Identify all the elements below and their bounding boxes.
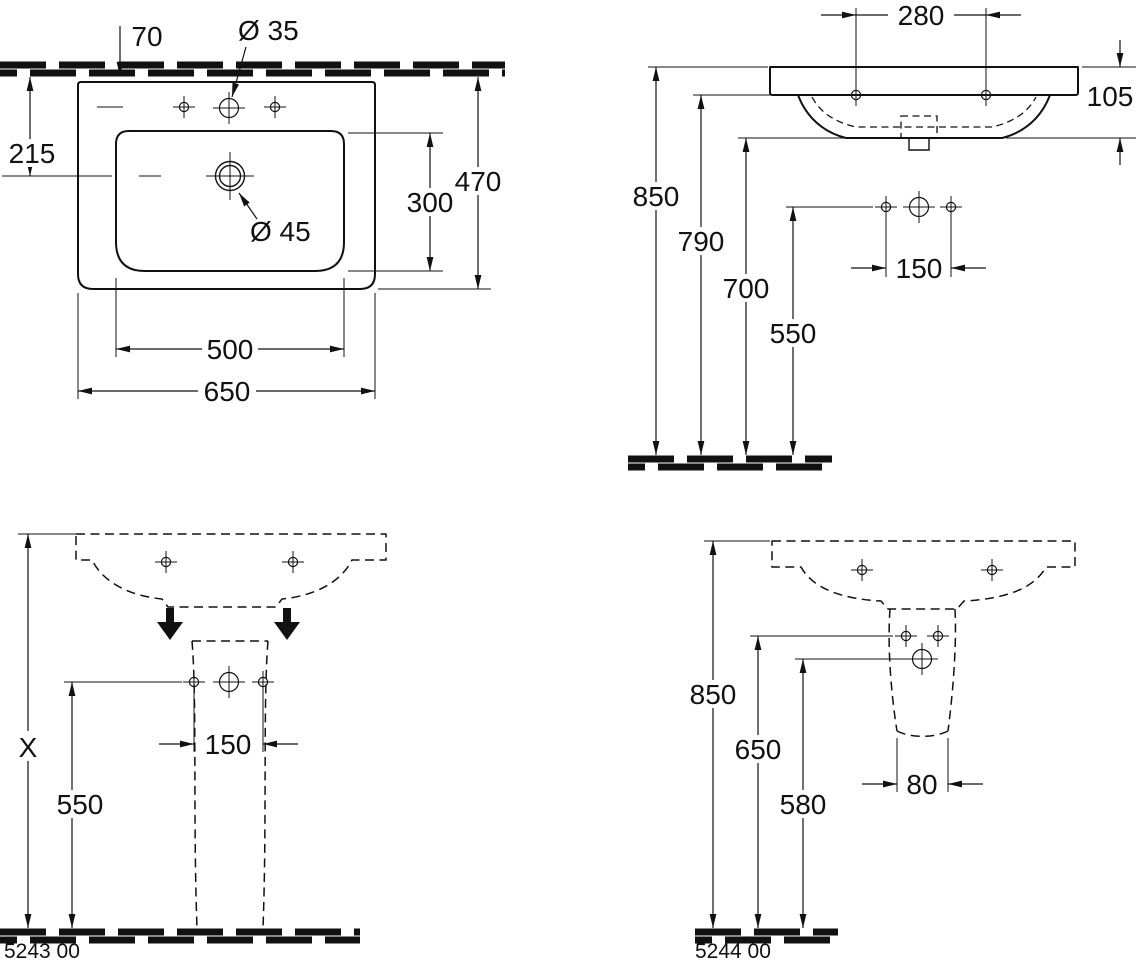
hidden-drain-box [900, 115, 938, 139]
tap-hole-symbol [212, 91, 246, 125]
mount-hole-upper-right-symbol [926, 624, 950, 648]
dimension-550: 550 [765, 207, 821, 455]
side-tap-hole-right-symbol [263, 95, 287, 119]
floor-hatch [628, 455, 832, 471]
fixing-hole-left-symbol [850, 558, 874, 582]
dim-550-label: 550 [57, 789, 104, 820]
dim-150-label: 150 [205, 729, 252, 760]
dimension-215: 215 [7, 77, 57, 176]
half-pedestal-side-view: 850 650 580 80 5244 00 [685, 540, 1076, 963]
wall-hatch [0, 61, 505, 77]
dim-105-label: 105 [1087, 81, 1134, 112]
dimension-790: 790 [673, 94, 770, 455]
bowl-outline [115, 130, 345, 272]
dimension-500: 500 [115, 278, 345, 365]
dim-500-label: 500 [207, 334, 254, 365]
fixing-hole-right-symbol [281, 550, 305, 574]
dia-45-label: Ø 45 [250, 216, 311, 247]
mount-hole-center-symbol [212, 665, 246, 699]
dim-850-label: 850 [690, 679, 737, 710]
dim-850-label: 850 [633, 181, 680, 212]
dim-300-label: 300 [407, 187, 454, 218]
mount-hole-center-symbol [905, 642, 939, 676]
dimension-x: X [10, 533, 78, 928]
drain-hole-symbol [206, 152, 254, 200]
mount-hole-upper-left-symbol [894, 624, 918, 648]
dim-470-label: 470 [455, 166, 502, 197]
dim-550-label: 550 [770, 318, 817, 349]
dimension-70: 70 [116, 21, 163, 76]
floor-hatch [0, 928, 360, 944]
dimension-550: 550 [52, 682, 108, 928]
dimension-150: 150 [159, 690, 298, 760]
dimension-80: 80 [862, 738, 983, 800]
dimension-650: 650 [77, 293, 376, 407]
hidden-bowl-line [811, 96, 1037, 128]
basin-outline [77, 81, 376, 290]
front-elevation-view: 280 105 150 850 [628, 0, 1136, 471]
dimension-470: 470 [378, 77, 506, 290]
assembly-arrow-right [274, 608, 300, 640]
dimension-280: 280 [821, 0, 1021, 88]
plan-view: 70 Ø 35 215 Ø 45 300 470 [0, 15, 506, 407]
dimension-105: 105 [1006, 40, 1136, 165]
assembly-arrow-left [157, 608, 183, 640]
dimension-150: 150 [851, 216, 986, 284]
dim-80-label: 80 [906, 769, 937, 800]
dim-x-label: X [19, 732, 38, 763]
dim-580-label: 580 [780, 789, 827, 820]
dim-790-label: 790 [678, 226, 725, 257]
trap-notch [908, 138, 930, 151]
dim-150-label: 150 [896, 253, 943, 284]
pedestal-phantom-outline [191, 640, 269, 929]
half-pedestal-phantom-outline [888, 608, 957, 737]
dia-35-label: Ø 35 [238, 15, 299, 46]
dim-650-label: 650 [735, 734, 782, 765]
basin-phantom-outline [75, 533, 387, 608]
side-tap-hole-left-symbol [172, 95, 196, 119]
dimension-650: 650 [730, 636, 786, 928]
mount-hole-right-symbol [939, 195, 963, 219]
model-number-left: 5243 00 [4, 940, 80, 963]
dim-700-label: 700 [723, 273, 770, 304]
fixing-hole-left-symbol [154, 550, 178, 574]
dim-70-label: 70 [131, 21, 162, 52]
fixing-hole-right-symbol [980, 558, 1004, 582]
floor-hatch [695, 928, 838, 944]
dimension-580: 580 [775, 659, 831, 928]
mount-hole-right-symbol [251, 670, 275, 694]
dimension-700: 700 [718, 137, 844, 455]
basin-phantom-outline [771, 540, 1076, 610]
dim-650-label: 650 [204, 376, 251, 407]
dimension-dia-35: Ø 35 [231, 15, 299, 98]
dimension-850: 850 [628, 66, 768, 455]
pedestal-front-view: 150 X 550 5243 00 [0, 533, 387, 963]
dim-280-label: 280 [898, 0, 945, 31]
mount-hole-left-symbol [874, 195, 898, 219]
mount-hole-left-symbol [182, 670, 206, 694]
dimension-850: 850 [685, 540, 770, 928]
rim-outline [769, 66, 1079, 96]
dimension-300: 300 [348, 132, 458, 272]
dim-215-label: 215 [9, 138, 56, 169]
model-number-right: 5244 00 [695, 940, 771, 963]
mount-hole-center-symbol [902, 190, 936, 224]
dimension-dia-45: Ø 45 [238, 192, 311, 247]
